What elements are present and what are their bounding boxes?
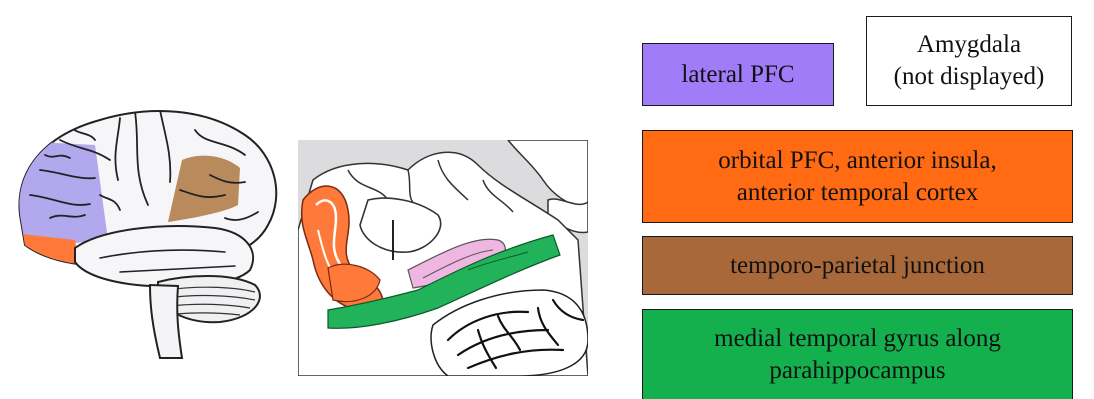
legend-orbital-line2: anterior temporal cortex bbox=[737, 177, 979, 209]
legend-medial-line1: medial temporal gyrus along bbox=[714, 323, 1001, 355]
legend-amygdala: Amygdala (not displayed) bbox=[866, 16, 1072, 106]
legend-amygdala-line2: (not displayed) bbox=[894, 61, 1045, 93]
legend-orbital-line1: orbital PFC, anterior insula, bbox=[718, 145, 996, 177]
legend-lateral-pfc-label: lateral PFC bbox=[681, 59, 794, 91]
legend-lateral-pfc: lateral PFC bbox=[642, 43, 834, 106]
legend-amygdala-line1: Amygdala bbox=[917, 29, 1021, 61]
legend-tpj: temporo-parietal junction bbox=[642, 236, 1073, 295]
legend-orbital: orbital PFC, anterior insula, anterior t… bbox=[642, 130, 1073, 223]
legend-medial-temporal: medial temporal gyrus along parahippocam… bbox=[642, 309, 1073, 399]
legend-medial-line2: parahippocampus bbox=[769, 355, 945, 387]
sagittal-brain-illustration bbox=[298, 140, 598, 390]
legend-tpj-label: temporo-parietal junction bbox=[730, 250, 985, 282]
brainstem bbox=[150, 285, 182, 358]
lateral-brain-illustration bbox=[0, 100, 300, 360]
